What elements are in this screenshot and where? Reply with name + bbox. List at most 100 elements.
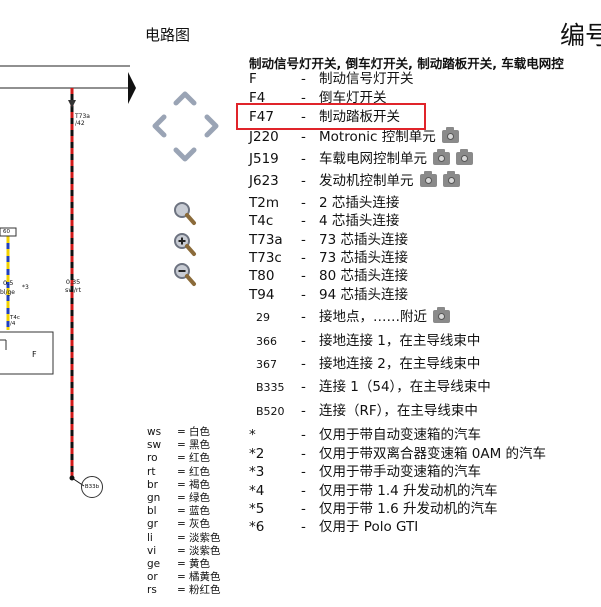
legend-code: ro (147, 452, 158, 465)
component-row: T2m -2 芯插头连接 (249, 193, 399, 213)
component-row: *4-仅用于带 1.4 升发动机的汽车 (249, 481, 498, 501)
legend-row: or=橘黄色 (147, 571, 221, 584)
component-dash: - (301, 232, 306, 248)
legend-color-name: 红色 (189, 465, 210, 478)
component-row: 366-接地连接 1，在主导线束中 (249, 331, 480, 351)
legend-separator: = (177, 478, 186, 491)
legend-color-name: 灰色 (189, 518, 210, 531)
component-code: *6 (249, 519, 265, 535)
component-dash: - (301, 379, 306, 395)
component-dash: - (301, 109, 306, 125)
camera-icon[interactable] (441, 127, 459, 143)
component-code: F4 (249, 90, 266, 106)
component-dash: - (301, 427, 306, 443)
component-dash: - (301, 268, 306, 284)
component-code: *3 (249, 464, 265, 480)
legend-separator: = (177, 465, 186, 478)
component-description: 73 芯插头连接 (319, 232, 408, 248)
component-row: J623-发动机控制单元 (249, 171, 460, 191)
wire-label-star3: *3 (22, 284, 29, 291)
component-row: F-制动信号灯开关 (249, 69, 414, 89)
legend-code: br (147, 478, 158, 491)
connector-label-60: 60 (3, 229, 10, 235)
legend-color-name: 褐色 (189, 478, 210, 491)
component-dash: - (301, 129, 306, 145)
camera-icon[interactable] (456, 149, 473, 165)
legend-color-name: 红色 (189, 452, 210, 465)
component-code: J519 (249, 151, 279, 167)
camera-icon[interactable] (442, 171, 460, 187)
circuit-diagram (0, 65, 136, 487)
legend-code: ws (147, 426, 162, 438)
legend-separator: = (177, 452, 186, 465)
component-code: J220 (249, 129, 279, 145)
component-row: *3-仅用于带手动变速箱的汽车 (249, 462, 481, 482)
connector-label-t4c: T4c /4 (10, 315, 20, 327)
component-row: * -仅用于带自动变速箱的汽车 (249, 425, 481, 445)
legend-code: vi (147, 544, 157, 557)
pan-up-icon[interactable] (171, 84, 199, 112)
component-description: 2 芯插头连接 (319, 195, 400, 211)
component-row: *5-仅用于带 1.6 升发动机的汽车 (249, 499, 498, 519)
component-dash: - (301, 90, 306, 106)
camera-icon[interactable] (419, 171, 437, 187)
legend-separator: = (177, 544, 186, 557)
zoom-out-icon[interactable] (170, 260, 198, 288)
component-row: 367-接地连接 2，在主导线束中 (249, 354, 480, 374)
zoom-fit-icon[interactable] (170, 199, 198, 227)
camera-icon[interactable] (433, 149, 450, 165)
component-dash: - (301, 403, 306, 419)
pan-down-icon[interactable] (171, 141, 199, 169)
component-description: 接地点，……附近 (319, 309, 427, 325)
component-dash: - (301, 151, 306, 167)
component-row: T80-80 芯插头连接 (249, 266, 408, 286)
component-code: *5 (249, 501, 265, 517)
legend-color-name: 绿色 (189, 492, 210, 504)
component-code: 367 (256, 358, 277, 371)
legend-code: gn (147, 492, 161, 504)
legend-color-name: 淡紫色 (189, 531, 221, 544)
legend-code: ge (147, 558, 161, 570)
legend-code: rs (147, 584, 157, 597)
legend-row: vi=淡紫色 (147, 545, 221, 558)
component-description: 连接 1（54），在主导线束中 (319, 379, 491, 395)
legend-row: gn=绿色 (147, 492, 210, 505)
zoom-in-icon[interactable] (170, 230, 198, 258)
component-dash: - (301, 287, 306, 303)
component-dash: - (301, 501, 306, 517)
component-code: *4 (249, 483, 265, 499)
legend-color-name: 黄色 (189, 558, 210, 570)
pan-left-icon[interactable] (145, 112, 173, 140)
legend-separator: = (177, 505, 186, 518)
legend-row: ro =红色 (147, 452, 210, 465)
wire-label-blge: bl/ge (0, 289, 15, 296)
component-code: J623 (249, 173, 279, 189)
legend-code: bl (147, 505, 157, 518)
component-code: 29 (256, 311, 270, 324)
component-description: 4 芯插头连接 (319, 213, 400, 229)
component-code: *2 (249, 446, 265, 462)
legend-separator: = (177, 571, 186, 584)
component-row: F47-制动踏板开关 (249, 107, 400, 127)
components-heading: 制动信号灯开关, 倒车灯开关, 制动踏板开关, 车载电网控 (249, 56, 564, 71)
legend-row: br =褐色 (147, 479, 210, 492)
component-description: 发动机控制单元 (319, 173, 414, 189)
diagram-title: 电路图 (145, 26, 191, 44)
legend-code: sw (147, 439, 162, 452)
legend-color-name: 蓝色 (189, 505, 210, 518)
component-description: 仅用于带 1.4 升发动机的汽车 (319, 483, 498, 499)
legend-row: rs=粉红色 (147, 584, 221, 597)
component-code: T2m (249, 195, 279, 211)
legend-row: gr=灰色 (147, 518, 210, 531)
component-description: 车载电网控制单元 (319, 151, 427, 167)
component-dash: - (301, 71, 306, 87)
component-dash: - (301, 195, 306, 211)
legend-row: sw=黑色 (147, 439, 210, 452)
camera-icon[interactable] (433, 307, 450, 323)
component-row: *6-仅用于 Polo GTI (249, 517, 418, 537)
legend-color-name: 橘黄色 (189, 571, 221, 584)
component-description: 仅用于带自动变速箱的汽车 (319, 427, 481, 443)
component-code: * (249, 427, 256, 443)
pan-right-icon[interactable] (198, 112, 226, 140)
wire-label-05: 0.5 (3, 279, 14, 287)
